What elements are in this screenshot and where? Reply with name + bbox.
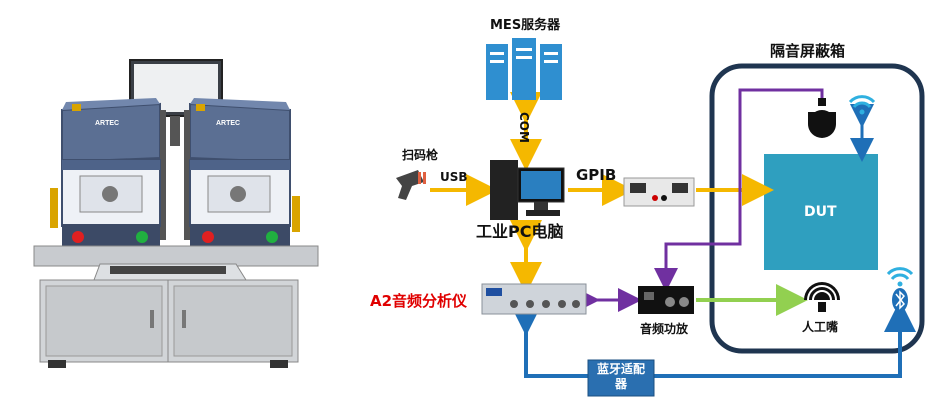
mouth-label: 人工嘴	[802, 320, 839, 334]
bt-adapter-label: 蓝牙适配器	[592, 362, 650, 392]
wifi-icon-bt	[886, 267, 914, 287]
dut-label: DUT	[804, 204, 837, 220]
enclosure-label: 隔音屏蔽箱	[770, 42, 846, 60]
wifi-icon	[848, 95, 876, 115]
mes-server-label: MES服务器	[490, 18, 561, 33]
barcode-scanner-icon	[396, 170, 426, 200]
analyzer-bt-line	[510, 304, 588, 378]
machine-photo: ARTEC ARTEC	[33, 59, 319, 368]
enclosure-box	[709, 63, 925, 354]
machine-brand-right: ARTEC	[216, 120, 240, 127]
audio-analyzer-icon	[481, 283, 587, 315]
usb-label: USB	[440, 170, 468, 184]
scanner-label: 扫码枪	[402, 148, 439, 162]
gpib-label: GPIB	[576, 166, 617, 184]
artificial-mouth-icon	[804, 282, 840, 312]
bt-adapter-text: 蓝牙适配器	[596, 362, 645, 391]
com-label: COM	[517, 112, 531, 143]
pc-label: 工业PC电脑	[476, 222, 564, 241]
pc-icon	[490, 160, 565, 220]
power-supply-icon	[623, 177, 695, 207]
amplifier-icon	[638, 286, 694, 314]
bt-dut-line	[654, 300, 916, 378]
machine-brand-left: ARTEC	[95, 120, 119, 127]
analyzer-label: A2音频分析仪	[370, 292, 468, 310]
microphone-icon	[808, 98, 836, 138]
dut-box	[764, 154, 878, 270]
mic-amp-line	[654, 88, 824, 292]
bluetooth-icon	[892, 288, 908, 312]
bt-adapter-box	[587, 359, 655, 397]
amplifier-label: 音频功放	[640, 322, 689, 336]
server-icon	[486, 38, 562, 100]
